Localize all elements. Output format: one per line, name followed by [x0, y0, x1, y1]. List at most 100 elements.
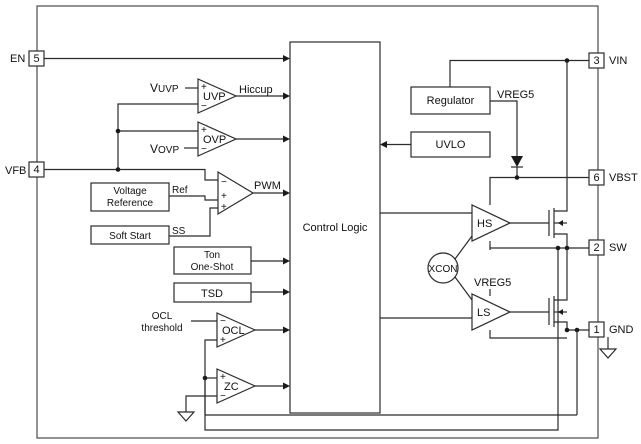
pin-gnd: 1 GND: [588, 321, 634, 338]
xcon-ls-wire: [454, 276, 473, 301]
hs-mosfet: [548, 200, 568, 248]
soft-start-block: [90, 225, 170, 245]
zc-arrow: [283, 382, 290, 390]
xcon-hs-wire: [454, 235, 473, 260]
ground-symbol-left: [176, 411, 196, 422]
pin-en-label: EN: [10, 53, 25, 65]
pin-sw-number: 2: [593, 242, 599, 254]
uvlo-label: UVLO: [436, 139, 466, 151]
uvp-plus: +: [201, 82, 207, 93]
vovp-label: VOVP: [150, 142, 179, 156]
pin-en-number: 5: [33, 53, 39, 65]
xcon-label: XCON: [429, 264, 458, 275]
ocl-threshold-label-1: OCL: [152, 311, 173, 322]
ocl-sense-wire: [204, 248, 559, 431]
pwm-plus-1: +: [221, 191, 227, 202]
vreg5-ls-label: VREG5: [474, 277, 511, 289]
pin-vfb-label: VFB: [5, 165, 26, 177]
ton-arrow: [283, 257, 290, 265]
zc-plus: +: [220, 372, 226, 383]
tsd-label: TSD: [201, 288, 223, 300]
uvp-comparator: [197, 78, 238, 114]
ton-one-shot-block: [173, 246, 252, 275]
voltage-reference-block: [90, 182, 170, 212]
zc-minus: −: [220, 391, 226, 402]
zc-gnd-wire: [185, 395, 217, 412]
pin-gnd-label: GND: [609, 324, 634, 336]
ovp-arrow: [283, 135, 290, 143]
ton-label-2: One-Shot: [191, 262, 234, 273]
hs-driver: [471, 204, 512, 242]
ton-label-1: Ton: [204, 250, 220, 261]
pin-sw-label: SW: [609, 242, 627, 254]
ocl-comparator: [216, 312, 257, 348]
vin-to-regulator-wire: [449, 59, 589, 87]
voltage-reference-label-2: Reference: [107, 198, 154, 209]
voltage-reference-label-1: Voltage: [113, 186, 147, 197]
zc-comparator: [216, 368, 257, 404]
pin-sw: 2 SW: [588, 239, 627, 256]
ls-label: LS: [477, 307, 490, 319]
uvp-arrow: [283, 92, 290, 100]
tsd-arrow: [283, 288, 290, 296]
uvp-label: UVP: [203, 91, 226, 103]
pin-vfb: VFB 4: [5, 161, 45, 178]
regulator-label: Regulator: [427, 95, 475, 107]
vfb-wire: [44, 168, 218, 181]
pwm-label: PWM: [254, 180, 281, 192]
pwm-minus: −: [221, 177, 227, 188]
ss-label: SS: [172, 226, 186, 237]
vuvp-label: VUVP: [150, 81, 179, 95]
uvp-minus: −: [201, 101, 207, 112]
vbst-wire: [489, 176, 589, 205]
en-arrow: [283, 55, 290, 62]
uvp-fb-wire: [117, 103, 198, 168]
sw-sense-node: [555, 245, 561, 251]
ref-label: Ref: [172, 185, 188, 196]
ocl-minus: −: [220, 316, 226, 327]
hs-label: HS: [477, 218, 492, 230]
vreg5-top-label: VREG5: [497, 89, 534, 101]
pin-vbst: 6 VBST: [588, 169, 638, 186]
gnd-node: [564, 327, 570, 333]
uvlo-arrow: [380, 141, 387, 148]
pwm-plus-2: +: [221, 202, 227, 213]
ovp-plus: +: [201, 125, 207, 136]
zc-label: ZC: [224, 381, 239, 393]
pin-en: EN 5: [10, 50, 45, 67]
pin-vin: 3 VIN: [588, 52, 627, 69]
ocl-arrow: [283, 326, 290, 334]
vbst-node: [514, 175, 520, 180]
pin-vbst-label: VBST: [609, 172, 638, 184]
ovp-comparator: [197, 121, 238, 157]
pin-vfb-number: 4: [33, 164, 39, 176]
control-logic-label: Control Logic: [303, 222, 368, 234]
ls-return-wire: [489, 330, 567, 339]
hiccup-label: Hiccup: [239, 84, 273, 96]
soft-start-label: Soft Start: [109, 231, 151, 242]
pwm-arrow: [283, 189, 290, 197]
pin-vbst-number: 6: [593, 172, 599, 184]
pwm-comparator: [217, 170, 255, 216]
bootstrap-diode: [511, 156, 523, 167]
pin-vin-number: 3: [593, 55, 599, 67]
ic-frame: [36, 5, 599, 439]
vin-node: [564, 58, 570, 63]
ocl-label: OCL: [222, 325, 245, 337]
ground-symbol-right: [598, 348, 618, 359]
ss-wire: [169, 207, 218, 237]
xcon-block: [427, 252, 459, 284]
ocl-threshold-label-2: threshold: [141, 323, 182, 334]
ocl-plus: +: [220, 335, 226, 346]
vreg5-wire: [490, 100, 518, 156]
ovp-node: [115, 128, 121, 134]
ovp-minus: −: [201, 144, 207, 155]
ovp-label: OVP: [203, 134, 226, 146]
pin-gnd-number: 1: [593, 324, 599, 336]
ls-mosfet: [548, 276, 568, 330]
vfb-node: [115, 167, 121, 172]
ref-wire: [169, 195, 218, 201]
ls-driver: [471, 293, 512, 331]
pin-vin-label: VIN: [609, 55, 627, 67]
